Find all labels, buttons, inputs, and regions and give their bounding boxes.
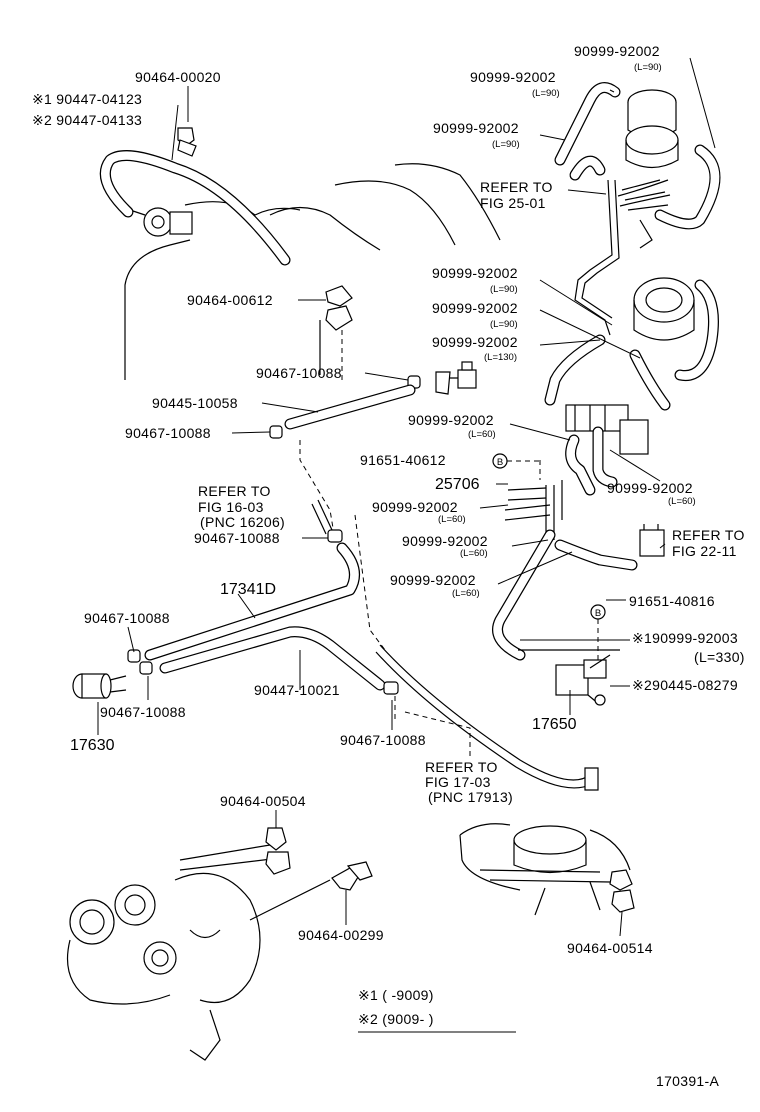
hose-vacuum-upper-left	[99, 150, 291, 266]
label-17341D: 17341D	[220, 581, 276, 598]
vsv-fig-22	[639, 524, 665, 557]
hose-to-fig-17	[375, 644, 599, 791]
label-91651-40816: 91651-40816	[629, 593, 715, 609]
label-90467-10088-c: 90467-10088	[194, 530, 280, 546]
vsv-17650	[555, 654, 611, 706]
label-90447-10021: 90447-10021	[254, 682, 340, 698]
label-refer-16-line3: (PNC 16206)	[200, 514, 285, 530]
valve-top-left	[129, 207, 193, 237]
hoses-center	[544, 334, 671, 411]
label-refer-16-line1: REFER TO	[198, 483, 271, 499]
clip-90464-00504	[265, 827, 291, 875]
clamp-b	[269, 425, 283, 439]
label-hose-3-len: (L=90)	[492, 139, 520, 150]
label-refer-25-line2: FIG 25-01	[480, 195, 546, 211]
label-note1-hose-len: (L=330)	[694, 649, 745, 665]
label-hose-4-len: (L=90)	[490, 284, 518, 295]
clip-90464-00612	[325, 285, 353, 380]
label-refer-17-line2: FIG 17-03	[425, 774, 491, 790]
svg-text:B: B	[595, 608, 601, 619]
label-17630: 17630	[70, 737, 115, 754]
label-hose-8-len: (L=60)	[438, 514, 466, 525]
legend-note-1: ※1 ( -9009)	[358, 987, 434, 1003]
label-note2-hose: ※290445-08279	[632, 677, 738, 693]
label-hose-10-len: (L=60)	[452, 588, 480, 599]
label-90464-00299: 90464-00299	[298, 927, 384, 943]
vertical-pipes	[504, 460, 563, 540]
label-90467-10088-f: 90467-10088	[340, 732, 426, 748]
sensor-17630	[72, 673, 127, 699]
label-hose-11-len: (L=60)	[668, 496, 696, 507]
hoses-lower-right	[492, 529, 638, 661]
label-90464-00612: 90464-00612	[187, 292, 273, 308]
label-25706: 25706	[435, 476, 480, 493]
label-90464-00504: 90464-00504	[220, 793, 306, 809]
label-hose-top-right-len: (L=90)	[634, 62, 662, 73]
label-hose-3: 90999-92002	[433, 120, 519, 136]
svg-text:B: B	[497, 457, 503, 468]
figure-code: 170391-A	[656, 1073, 719, 1089]
hoses-top-right	[554, 82, 721, 230]
clip-90464-00020	[177, 127, 197, 157]
legend-note-2: ※2 (9009- )	[358, 1011, 434, 1027]
clamp-e	[139, 661, 153, 675]
pipes-bundle	[574, 179, 671, 336]
clamp-f	[383, 681, 399, 722]
label-refer-22-line2: FIG 22-11	[672, 543, 737, 559]
engine-lower-left	[66, 844, 331, 1061]
clip-90464-00514	[609, 869, 635, 913]
label-note2-part: ※2 90447-04133	[32, 112, 142, 128]
bolt-marker-a: B	[492, 453, 540, 469]
label-hose-9-len: (L=60)	[460, 548, 488, 559]
label-hose-11: 90999-92002	[607, 480, 693, 496]
reservoir-lower-right	[459, 823, 631, 916]
label-note1-part: ※1 90447-04123	[32, 91, 142, 107]
hose-17341D	[144, 542, 360, 661]
label-hose-10: 90999-92002	[390, 572, 476, 588]
label-hose-top-right: 90999-92002	[574, 43, 660, 59]
egr-modulator	[633, 277, 719, 382]
label-hose-7-len: (L=60)	[468, 429, 496, 440]
label-refer-25-line1: REFER TO	[480, 179, 553, 195]
label-hose-4: 90999-92002	[432, 265, 518, 281]
label-90467-10088-b: 90467-10088	[125, 425, 211, 441]
label-hose-6-len: (L=130)	[484, 352, 517, 363]
label-hose-2-len: (L=90)	[532, 88, 560, 99]
egr-valve-upper	[625, 89, 679, 169]
label-refer-17-line1: REFER TO	[425, 759, 498, 775]
hose-90445-10058	[284, 384, 416, 430]
label-hose-2: 90999-92002	[470, 69, 556, 85]
clip-90464-00299	[331, 861, 373, 891]
label-hose-7: 90999-92002	[408, 412, 494, 428]
vsv-small-upper	[435, 361, 477, 395]
label-hose-5: 90999-92002	[432, 300, 518, 316]
hose-refer-16	[311, 499, 343, 543]
label-refer-16-line2: FIG 16-03	[198, 499, 264, 515]
bolt-marker-b: B	[590, 604, 606, 660]
label-90467-10088-d: 90467-10088	[84, 610, 170, 626]
hose-90447-10021	[159, 626, 386, 691]
leader-lines	[97, 57, 716, 937]
label-90467-10088-a: 90467-10088	[256, 365, 342, 381]
label-91651-40612: 91651-40612	[360, 452, 446, 468]
engine-outline	[124, 163, 501, 380]
label-90467-10088-e: 90467-10088	[100, 704, 186, 720]
label-refer-22-line1: REFER TO	[672, 527, 745, 543]
label-90464-00020: 90464-00020	[135, 69, 221, 85]
label-note1-hose: ※190999-92003	[632, 630, 738, 646]
label-hose-6: 90999-92002	[432, 334, 518, 350]
label-90445-10058: 90445-10058	[152, 395, 238, 411]
label-hose-8: 90999-92002	[372, 499, 458, 515]
legend: ※1 ( -9009) ※2 (9009- )	[358, 987, 516, 1033]
label-texts: 90464-00020 ※1 90447-04123 ※2 90447-0413…	[32, 43, 745, 956]
label-hose-9: 90999-92002	[402, 533, 488, 549]
label-hose-5-len: (L=90)	[490, 319, 518, 330]
label-refer-17-line3: (PNC 17913)	[428, 789, 513, 805]
label-17650: 17650	[532, 716, 577, 733]
label-90464-00514: 90464-00514	[567, 940, 653, 956]
vsv-cluster	[565, 404, 649, 496]
